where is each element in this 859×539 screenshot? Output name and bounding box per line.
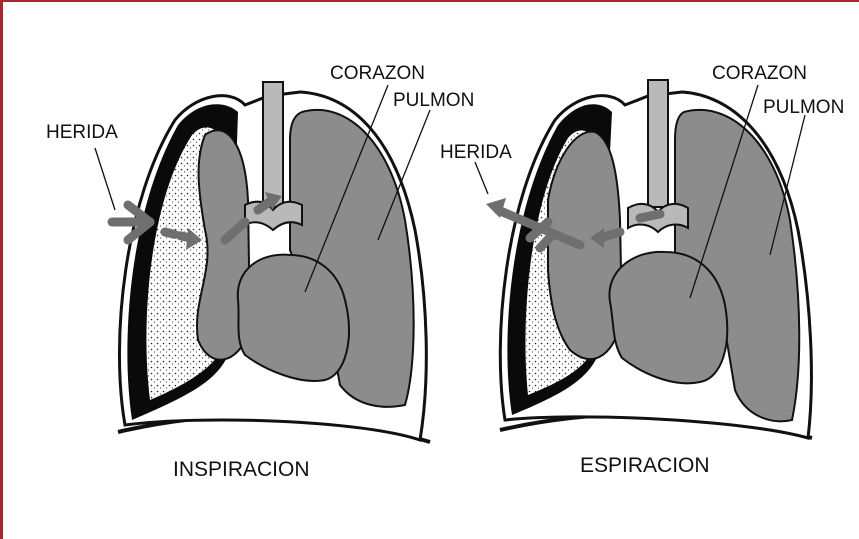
- expiration-panel: HERIDA CORAZON PULMON ESPIRACION: [440, 63, 844, 477]
- leader-wound-left: [95, 148, 115, 210]
- caption-inspiration: INSPIRACION: [173, 458, 310, 481]
- trachea: [648, 80, 668, 207]
- label-heart-left: CORAZON: [330, 63, 425, 84]
- label-lung-right: PULMON: [763, 97, 844, 118]
- caption-expiration: ESPIRACION: [580, 454, 710, 477]
- label-heart-right: CORAZON: [712, 63, 807, 84]
- collapsed-lung: [548, 132, 622, 359]
- heart: [238, 255, 349, 381]
- label-lung-left: PULMON: [393, 90, 474, 111]
- inspiration-panel: HERIDA CORAZON PULMON INSPIRACION: [46, 63, 474, 481]
- label-wound-left: HERIDA: [46, 122, 118, 143]
- trachea: [263, 82, 283, 207]
- label-wound-right: HERIDA: [440, 142, 512, 163]
- leader-wound-right: [475, 162, 488, 194]
- pleural-arrow-in: [165, 232, 190, 238]
